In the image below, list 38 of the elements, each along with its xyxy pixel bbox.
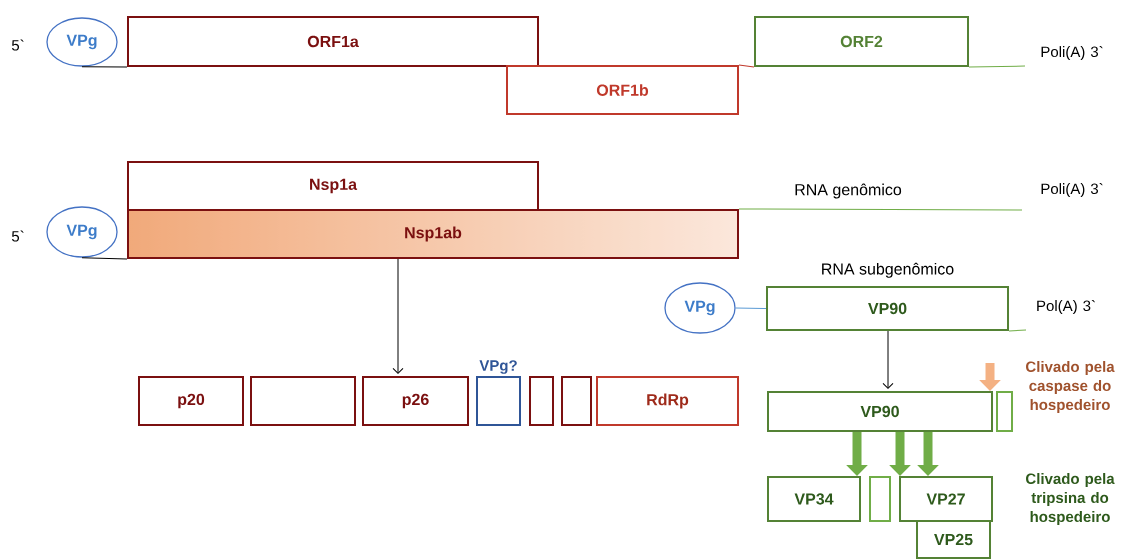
arrow: [882, 330, 894, 389]
connector-line: [1008, 329, 1027, 332]
protein-box: VP27: [899, 476, 993, 522]
protein-box: VPg?: [476, 360, 521, 426]
end-label: 5`: [11, 39, 24, 51]
protein-box: VP90: [766, 286, 1009, 331]
gene-box: ORF1b: [506, 65, 739, 115]
cleavage-note: Clivado pela caspase do hospedeiro: [1026, 361, 1115, 413]
protein-box: [561, 376, 592, 426]
connector-line: [738, 64, 755, 68]
end-label: Poli(A) 3`: [1041, 45, 1103, 61]
protein-box: p20: [138, 376, 244, 426]
connector-line: [81, 257, 128, 260]
protein-box: VP34: [767, 476, 861, 522]
connector-line: [738, 208, 1023, 211]
protein-box: [250, 376, 356, 426]
node-label: VPg?: [479, 360, 517, 374]
protein-box: Nsp1a: [127, 161, 539, 211]
end-label: 5`: [11, 230, 24, 242]
connector-line: [968, 65, 1026, 68]
protein-box: [869, 476, 891, 522]
protein-box: VP90: [767, 391, 993, 432]
protein-box: VP25: [916, 520, 991, 559]
gene-box: ORF1a: [127, 16, 539, 67]
gene-box: ORF2: [754, 16, 969, 67]
connector-line: [735, 307, 767, 309]
protein-box: p26: [362, 376, 469, 426]
protein-box: Nsp1ab: [127, 209, 739, 259]
connector-line: [81, 66, 128, 68]
protein-box: [529, 376, 554, 426]
protein-box: [996, 391, 1013, 432]
arrow: [392, 258, 404, 374]
edge-label: RNA genômico: [793, 182, 903, 200]
cleavage-note: Clivado pela tripsina do hospedeiro: [1026, 473, 1115, 525]
rna-label: RNA subgenômico: [822, 262, 954, 278]
end-label: Pol(A) 3`: [1037, 299, 1095, 315]
protein-box: RdRp: [596, 376, 739, 426]
end-label: Poli(A) 3`: [1041, 182, 1103, 198]
